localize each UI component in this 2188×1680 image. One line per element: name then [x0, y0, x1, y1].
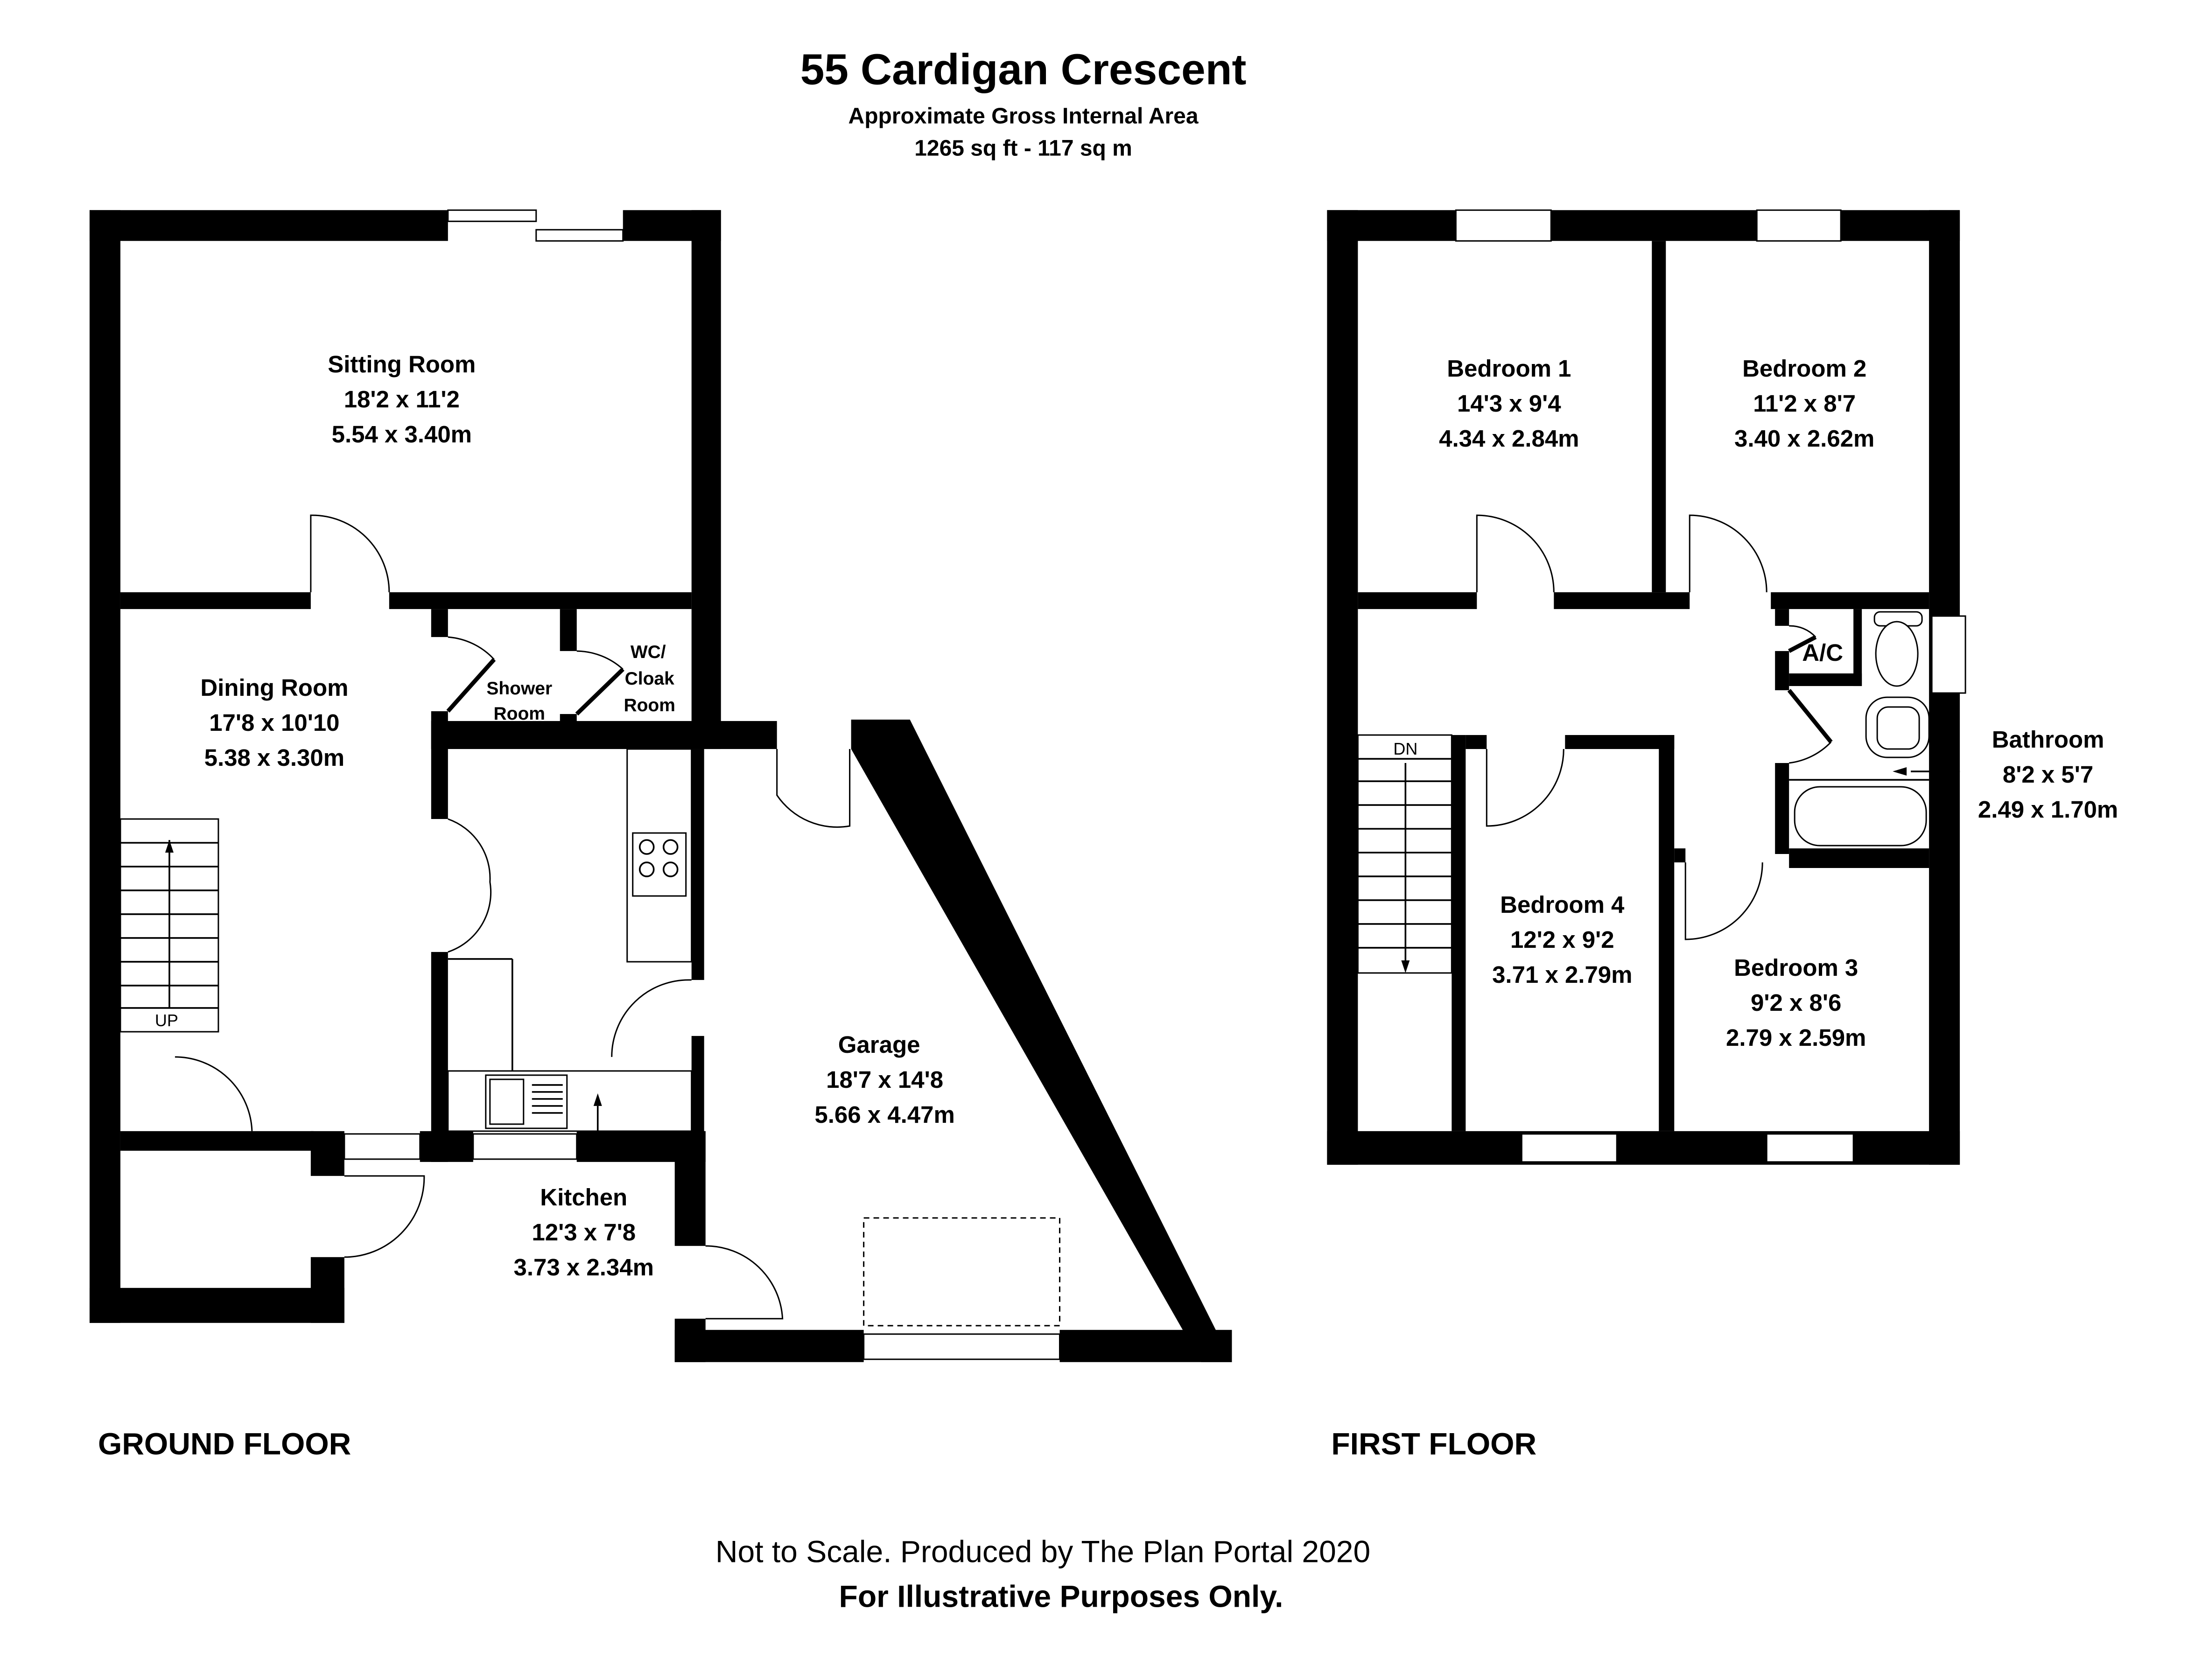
door-swing — [776, 749, 851, 828]
hob-icon — [632, 832, 687, 897]
door-swing — [1689, 514, 1767, 593]
room-name: Bedroom 3 — [1734, 954, 1858, 981]
window — [1931, 615, 1966, 694]
disclaimer-illustrative: For Illustrative Purposes Only. — [839, 1579, 1283, 1614]
room-size-metric: 4.34 x 2.84m — [1439, 425, 1579, 452]
room-name: WC/ — [631, 642, 666, 662]
room-bedroom-1: Bedroom 1 14'3 x 9'4 4.34 x 2.84m — [1439, 355, 1579, 452]
room-bathroom: Bathroom 8'2 x 5'7 2.49 x 1.70m — [1978, 726, 2118, 823]
ground-floor-walls — [89, 210, 1232, 1362]
room-size-metric: 3.40 x 2.62m — [1734, 425, 1874, 452]
room-size-metric: 2.79 x 2.59m — [1726, 1024, 1866, 1051]
room-size-imperial: 12'2 x 9'2 — [1510, 926, 1614, 953]
room-size-imperial: 17'8 x 10'10 — [209, 709, 339, 736]
door-swing — [1486, 749, 1564, 827]
first-floor-label: FIRST FLOOR — [1331, 1427, 1536, 1461]
stairs-up-label: UP — [155, 1011, 178, 1030]
room-size-metric: 2.49 x 1.70m — [1978, 796, 2118, 823]
property-title: 55 Cardigan Crescent — [800, 45, 1247, 93]
bath-icon — [1794, 786, 1927, 847]
room-size-imperial: 12'3 x 7'8 — [532, 1219, 636, 1246]
room-garage: Garage 18'7 x 14'8 5.66 x 4.47m — [814, 1031, 954, 1128]
door-swing — [344, 1175, 425, 1258]
room-size-imperial: 8'2 x 5'7 — [2003, 761, 2093, 788]
room-bedroom-4: Bedroom 4 12'2 x 9'2 3.71 x 2.79m — [1492, 891, 1632, 988]
sink-icon — [485, 1074, 568, 1129]
window — [447, 209, 537, 222]
window — [863, 1333, 1061, 1360]
room-size-metric: 3.73 x 2.34m — [514, 1254, 654, 1281]
window — [344, 1133, 421, 1160]
window — [1521, 1133, 1618, 1163]
door-swing — [1788, 742, 1832, 764]
room-size-imperial: 14'3 x 9'4 — [1457, 390, 1561, 417]
door-swing — [310, 514, 390, 593]
window — [1756, 209, 1842, 242]
ground-floor-plan: UP Sitting Room 18'2 x 11'2 5.54 x 3.40m… — [89, 209, 1232, 1461]
window — [1766, 1133, 1854, 1163]
room-sitting-room: Sitting Room 18'2 x 11'2 5.54 x 3.40m — [328, 351, 476, 448]
room-name: Room — [624, 695, 675, 715]
door-swing — [1684, 862, 1763, 940]
room-name: Bathroom — [1992, 726, 2104, 753]
room-name: Room — [494, 704, 545, 724]
area-value: 1265 sq ft - 117 sq m — [914, 136, 1132, 161]
area-subtitle: Approximate Gross Internal Area — [849, 104, 1199, 128]
staircase-down: DN — [1357, 734, 1452, 974]
room-size-imperial: 18'2 x 11'2 — [344, 386, 460, 413]
room-name: Garage — [838, 1031, 920, 1058]
room-bedroom-3: Bedroom 3 9'2 x 8'6 2.79 x 2.59m — [1726, 954, 1866, 1051]
worktop — [447, 1070, 693, 1132]
room-name: Bedroom 2 — [1742, 355, 1866, 382]
staircase-up: UP — [119, 818, 219, 1033]
room-name: Cloak — [625, 669, 674, 689]
window — [535, 229, 624, 242]
garage-door-outline — [863, 1217, 1061, 1327]
door-swing — [705, 1245, 784, 1320]
ground-floor-label: GROUND FLOOR — [98, 1427, 351, 1461]
room-wc-cloak: WC/ Cloak Room — [624, 642, 675, 715]
window — [472, 1133, 578, 1160]
room-size-metric: 5.66 x 4.47m — [814, 1101, 954, 1128]
room-name: Kitchen — [540, 1184, 627, 1211]
toilet-icon — [1873, 611, 1923, 687]
door-swing — [576, 650, 624, 670]
room-name: Bedroom 1 — [1447, 355, 1571, 382]
room-size-metric: 5.54 x 3.40m — [332, 421, 472, 448]
window — [1455, 209, 1552, 242]
room-name: Bedroom 4 — [1500, 891, 1625, 918]
door-swing — [1476, 514, 1555, 593]
room-size-imperial: 11'2 x 8'7 — [1753, 390, 1856, 417]
room-dining-room: Dining Room 17'8 x 10'10 5.38 x 3.30m — [200, 674, 348, 771]
room-size-imperial: 9'2 x 8'6 — [1751, 989, 1841, 1016]
door-swing — [448, 818, 492, 953]
room-name: Sitting Room — [328, 351, 476, 378]
door-swing — [448, 636, 495, 660]
room-size-imperial: 18'7 x 14'8 — [826, 1066, 943, 1093]
door-swing — [611, 979, 692, 1057]
door-swing — [175, 1056, 253, 1131]
stairs-down-label: DN — [1393, 739, 1417, 758]
first-floor-walls — [1327, 210, 1960, 1165]
first-floor-plan: DN Bedroom 1 14'3 x 9'4 4.34 x 2.84m Bed… — [1327, 209, 2118, 1461]
room-name: Dining Room — [200, 674, 348, 701]
disclaimer-scale: Not to Scale. Produced by The Plan Porta… — [715, 1534, 1370, 1569]
basin-icon — [1865, 696, 1930, 758]
room-kitchen: Kitchen 12'3 x 7'8 3.73 x 2.34m — [514, 1184, 654, 1281]
room-size-metric: 5.38 x 3.30m — [204, 744, 344, 771]
airing-cupboard-label: A/C — [1802, 639, 1843, 666]
room-bedroom-2: Bedroom 2 11'2 x 8'7 3.40 x 2.62m — [1734, 355, 1874, 452]
door-swing — [1789, 625, 1816, 638]
room-size-metric: 3.71 x 2.79m — [1492, 961, 1632, 988]
room-name: Shower — [486, 679, 552, 699]
room-shower-room: Shower Room — [486, 679, 552, 724]
